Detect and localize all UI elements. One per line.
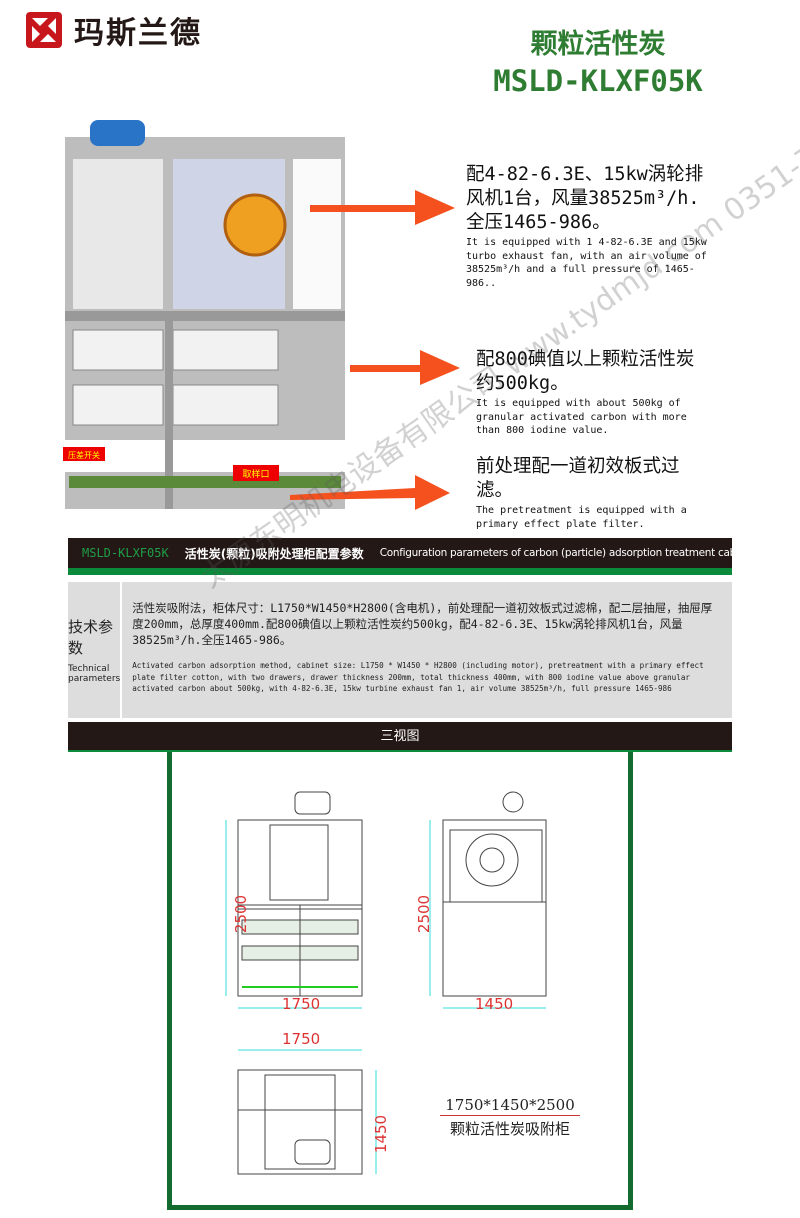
product-title: 颗粒活性炭 [530,29,666,60]
product-model: MSLD-KLXF05K [493,64,703,98]
brand-name: 玛斯兰德 [74,16,202,51]
callout-cn: 配4-82-6.3E、15kw涡轮排风机1台，风量38525m³/h.全压146… [466,164,704,233]
caption-dimensions: 1750*1450*2500 [440,1096,580,1116]
sampling-port-label [233,465,279,481]
callout-en: It is equipped with about 500kg of granu… [476,398,687,436]
callout-filter: 前处理配一道初效板式过滤。 The pretreatment is equipp… [476,455,706,531]
dim-side-width: 1450 [475,995,514,1013]
params-body-en: Activated carbon adsorption method, cabi… [132,661,704,693]
label-sampling-port: 取样口 [242,468,269,480]
dim-top-depth: 1450 [372,1114,391,1154]
callout-en: The pretreatment is equipped with a prim… [476,505,687,530]
arrows [290,190,460,510]
callout-fan: 配4-82-6.3E、15kw涡轮排风机1台，风量38525m³/h.全压146… [466,163,716,290]
dim-front-width: 1750 [282,995,321,1013]
drawing-caption: 1750*1450*2500 颗粒活性炭吸附柜 [440,1096,580,1139]
arrow-icon [350,350,460,385]
callout-cn: 前处理配一道初效板式过滤。 [476,456,680,501]
motor-icon [502,791,524,813]
config-title-en: Configuration parameters of carbon (part… [379,547,756,559]
config-title-cn: 活性炭(颗粒)吸附处理柜配置参数 [184,546,364,561]
cabinet-illustration: 压差开关 取样口 [63,120,345,509]
motor-icon [294,1139,331,1165]
divider [68,568,732,575]
dim-top-width: 1750 [282,1030,321,1048]
callout-en: It is equipped with 1 4-82-6.3E and 15kw… [466,237,707,289]
params-body-cn: 活性炭吸附法，柜体尺寸：L1750*W1450*H2800(含电机)，前处理配一… [132,601,713,647]
callout-cn: 配800碘值以上颗粒活性炭约500kg。 [476,349,695,394]
logo-mark-icon [26,12,62,48]
arrow-icon [290,475,450,510]
params-label-cn: 技术参数 [68,618,114,657]
params-table: 技术参数 Technical parameters 活性炭吸附法，柜体尺寸：L1… [68,582,732,718]
views-header-bar: 三视图 [68,722,732,752]
arrow-icon [310,190,455,225]
logo: 玛斯兰德 [22,8,202,52]
params-label: 技术参数 Technical parameters [68,582,123,718]
motor-icon [294,791,331,815]
technical-drawing [225,791,547,1175]
differential-switch-label [63,447,105,461]
dim-side-height: 2500 [415,894,434,934]
config-header-bar: MSLD-KLXF05K 活性炭(颗粒)吸附处理柜配置参数 Configurat… [68,538,755,568]
params-label-en: Technical parameters [68,664,121,684]
dim-front-height: 2500 [232,894,251,934]
config-model: MSLD-KLXF05K [82,546,169,560]
callout-carbon: 配800碘值以上颗粒活性炭约500kg。 It is equipped with… [476,348,711,438]
motor-icon [90,120,145,146]
caption-name: 颗粒活性炭吸附柜 [449,1120,570,1138]
params-body: 活性炭吸附法，柜体尺寸：L1750*W1450*H2800(含电机)，前处理配一… [122,582,732,718]
three-view-drawing [167,752,633,1210]
label-differential-switch: 压差开关 [68,450,100,460]
